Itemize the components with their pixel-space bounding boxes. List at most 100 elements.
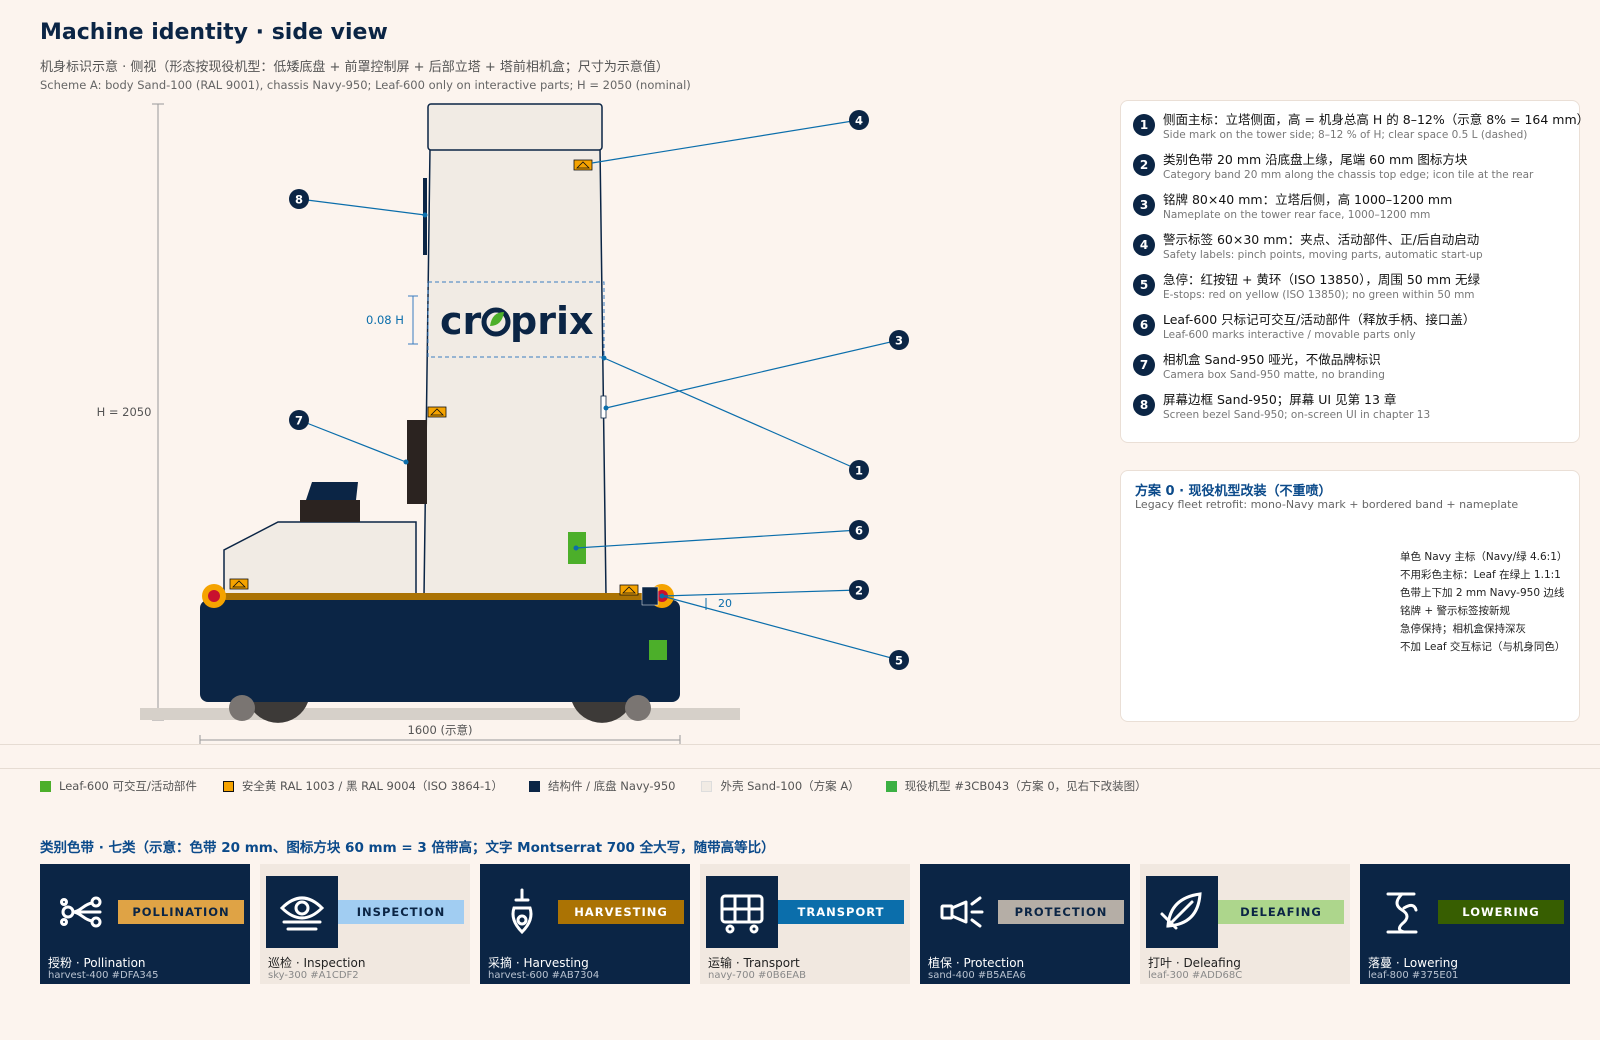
- band-label: HARVESTING: [558, 900, 684, 924]
- color-swatch: [701, 780, 713, 792]
- svg-text:7: 7: [295, 414, 303, 428]
- callout-legend: 1 侧面主标：立塔侧面，高 = 机身总高 H 的 8–12%（示意 8% = 1…: [1120, 100, 1589, 443]
- scheme0-title: 方案 0 · 现役机型改装（不重喷）: [1135, 484, 1332, 499]
- band-label: PROTECTION: [998, 900, 1124, 924]
- legend-number: 2: [1133, 154, 1155, 176]
- vine-icon: [1386, 892, 1418, 934]
- sprayer-icon: [940, 896, 984, 928]
- svg-text:3: 3: [895, 334, 903, 348]
- legend-item: 2 类别色带 20 mm 沿底盘上缘，尾端 60 mm 图标方块 Category…: [1133, 151, 1567, 186]
- gripper-icon: [511, 888, 533, 935]
- legend-number: 7: [1133, 354, 1155, 376]
- width-dimension: 1600 (示意): [199, 723, 681, 745]
- band-hex: navy-700 #0B6EAB: [708, 970, 806, 981]
- page-subtitle-en: Scheme A: body Sand-100 (RAL 9001), chas…: [40, 78, 691, 92]
- color-swatch: [528, 780, 540, 792]
- callout-3: 3: [889, 330, 909, 350]
- legend-text-en: E-stops: red on yellow (ISO 13850); no g…: [1163, 289, 1475, 301]
- scheme0-note: 铭牌 + 警示标签按新规: [1400, 605, 1510, 617]
- legend-number: 4: [1133, 234, 1155, 256]
- svg-text:5: 5: [895, 654, 903, 668]
- svg-text:8: 8: [295, 193, 303, 207]
- band-icon-tile: [926, 876, 998, 948]
- legend-text-zh: 警示标签 60×30 mm：夹点、活动部件、正/后自动启动: [1163, 232, 1480, 247]
- logo-height-dimension: 0.08 H: [366, 295, 418, 345]
- warning-labels: [229, 159, 639, 596]
- logo-height-label: 0.08 H: [366, 313, 404, 327]
- band-icon-tile: [706, 876, 778, 948]
- wheels: [229, 695, 651, 723]
- band-height-dimension: 20: [705, 597, 732, 610]
- category-card-protection: PROTECTION 植保 · Protection sand-400 #B5A…: [920, 864, 1130, 984]
- legend-text-zh: 侧面主标：立塔侧面，高 = 机身总高 H 的 8–12%（示意 8% = 164…: [1163, 112, 1590, 127]
- callout-5: 5: [889, 650, 909, 670]
- pollination-icon: [60, 896, 102, 928]
- band-hex: leaf-300 #ADD68C: [1148, 970, 1243, 981]
- band-label: LOWERING: [1438, 900, 1564, 924]
- color-swatch: [885, 780, 897, 792]
- scheme0-notes: 单色 Navy 主标（Navy/绿 4.6:1） 不用彩色主标：Leaf 在绿上…: [1400, 548, 1567, 656]
- color-swatch: [40, 780, 51, 792]
- legend-number: 8: [1133, 394, 1155, 416]
- scheme0-subtitle: Legacy fleet retrofit: mono-Navy mark + …: [1135, 498, 1519, 511]
- height-dimension: H = 2050: [97, 103, 164, 721]
- callout-2: 2: [849, 580, 869, 600]
- band-icon-tile: [1366, 876, 1438, 948]
- page-subtitle-zh: 机身标识示意 · 侧视（形态按现役机型：低矮底盘 + 前罩控制屏 + 后部立塔 …: [40, 60, 669, 75]
- legend-text-en: Nameplate on the tower rear face, 1000–1…: [1163, 209, 1431, 221]
- crate-icon: [720, 894, 764, 934]
- color-legend-item: 外壳 Sand-100（方案 A）: [701, 778, 860, 794]
- chassis: [200, 600, 680, 702]
- eye-icon: [279, 896, 325, 931]
- band-name: 采摘 · Harvesting: [488, 956, 589, 970]
- svg-text:6: 6: [855, 524, 863, 538]
- tower-cap: [427, 103, 603, 151]
- legend-text-en: Category band 20 mm along the chassis to…: [1163, 169, 1534, 181]
- scheme0-note: 色带上下加 2 mm Navy-950 边线: [1400, 587, 1565, 599]
- category-card-deleafing: DELEAFING 打叶 · Deleafing leaf-300 #ADD68…: [1140, 864, 1350, 984]
- leaf-cut-icon: [1160, 892, 1202, 930]
- height-label: H = 2050: [97, 405, 152, 419]
- category-card-lowering: LOWERING 落蔓 · Lowering leaf-800 #375E01: [1360, 864, 1570, 984]
- scheme0-note: 单色 Navy 主标（Navy/绿 4.6:1）: [1400, 551, 1568, 563]
- band-name: 打叶 · Deleafing: [1148, 956, 1241, 970]
- callout-leaders: [298, 119, 900, 661]
- band-name: 运输 · Transport: [708, 956, 800, 970]
- legend-text-zh: 类别色带 20 mm 沿底盘上缘，尾端 60 mm 图标方块: [1163, 152, 1468, 167]
- logo-text-cr: cr: [440, 299, 482, 343]
- e-stop-front: [202, 584, 226, 608]
- scheme0-note: 急停保持；相机盒保持深灰: [1400, 623, 1526, 635]
- band-label: POLLINATION: [118, 900, 244, 924]
- band-hex: sky-300 #A1CDF2: [268, 970, 359, 981]
- band-height-label: 20: [718, 597, 732, 610]
- legend-text-en: Camera box Sand-950 matte, no branding: [1163, 369, 1385, 381]
- callout-markers: 1 2 3 4 5 6 7 8: [289, 110, 909, 670]
- legend-text-zh: Leaf-600 只标记可交互/活动部件（释放手柄、接口盖）: [1163, 312, 1476, 327]
- scheme0-card: [1120, 470, 1580, 722]
- band-hex: harvest-600 #AB7304: [488, 970, 600, 981]
- band-hex: sand-400 #B5AEA6: [928, 970, 1026, 981]
- logo-leaf-icon: [481, 307, 511, 337]
- svg-text:1: 1: [855, 464, 863, 478]
- callout-6: 6: [849, 520, 869, 540]
- band-name: 授粉 · Pollination: [48, 956, 146, 970]
- band-icon-tile: [1146, 876, 1218, 948]
- band-name: 植保 · Protection: [928, 956, 1025, 970]
- control-screen: [300, 482, 360, 522]
- page-title: Machine identity · side view: [40, 20, 388, 45]
- interface-cover: [649, 640, 667, 660]
- svg-text:4: 4: [855, 114, 863, 128]
- legend-text-zh: 铭牌 80×40 mm：立塔后侧，高 1000–1200 mm: [1163, 192, 1453, 207]
- callout-1: 1: [849, 460, 869, 480]
- color-legend-item: 结构件 / 底盘 Navy-950: [528, 778, 675, 794]
- band-icon-tile: [486, 876, 558, 948]
- band-icon-tile: [266, 876, 338, 948]
- legend-number: 5: [1133, 274, 1155, 296]
- legend-number: 1: [1133, 114, 1155, 136]
- legend-text-zh: 屏幕边框 Sand-950；屏幕 UI 见第 13 章: [1163, 392, 1397, 407]
- band-name: 落蔓 · Lowering: [1368, 956, 1458, 970]
- band-icon-tile: [46, 876, 118, 948]
